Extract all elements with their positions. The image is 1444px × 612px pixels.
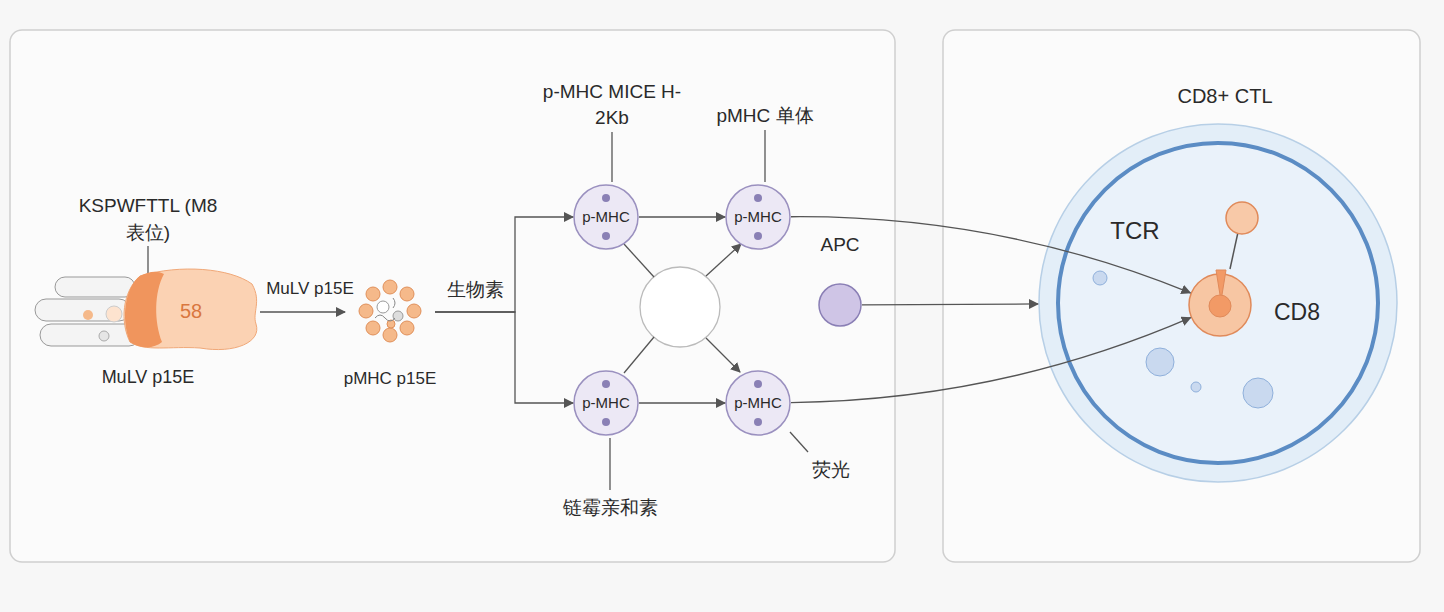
graphic-path [125,272,164,347]
graphic-path [393,298,395,308]
graphic-circle [1058,143,1378,463]
graphic-circle [819,284,861,326]
graphic-circle [754,380,762,388]
graphic-circle [1039,124,1397,482]
graphic-circle [602,418,610,426]
graphic-circle [1209,295,1231,317]
apc-cell-outline [818,283,862,327]
ctl-cell: CD8+ CTLCD8 [1038,123,1398,483]
apc-cell: APC [818,283,862,327]
graphic-circle [726,185,790,249]
edge-label: 生物素 [435,278,515,303]
graphic-line [706,244,741,276]
protein-illustration: 58MuLV p15E [30,262,260,362]
pmhc-circle: p-MHC荧光 [725,370,791,436]
graphic-circle [366,321,380,335]
graphic-circle [754,232,762,240]
graphic-line [790,432,808,452]
graphic-circle [1226,202,1258,234]
pmhc-circle: p-MHC MICE H-2Kbp-MHC [573,184,639,250]
graphic-circle [83,310,93,320]
node-text: 链霉亲和素 [530,496,690,521]
left-panel [10,30,895,562]
graphic-rect [55,277,135,297]
graphic-line [764,130,765,182]
flow-arrow [791,217,1190,293]
peptide-cluster-outline [345,280,435,342]
graphic-circle [754,418,762,426]
cd8-receptor-outline [1188,273,1252,337]
peptide-cluster: pMHC p15E [345,280,435,342]
graphic-circle [1146,348,1174,376]
node-text: p-MHC [573,207,639,227]
graphic-path [124,269,257,350]
graphic-circle [574,185,638,249]
pmhc-circle: pMHC 单体p-MHC [725,184,791,250]
node-text: CD8 [1267,298,1327,328]
hub-spokes [624,244,741,373]
graphic-circle [400,287,414,301]
graphic-circle [377,301,389,313]
edge-label: MuLV p15E [250,278,370,300]
graphic-circle [366,287,380,301]
graphic-circle [383,280,397,294]
graphic-circle [359,304,373,318]
node-text: pMHC 单体 [675,104,855,129]
flow-arrow [862,303,1038,305]
flow-arrow [435,217,573,312]
node-text: p-MHC MICE H-2Kb [537,79,687,131]
pmhc-circle: p-MHC链霉亲和素 [573,370,639,436]
graphic-circle [602,380,610,388]
graphic-path [375,315,395,321]
node-text: p-MHC [725,207,791,227]
flow-arrow [639,216,725,217]
tcr-label: TCR [1100,215,1170,246]
right-panel [943,30,1420,562]
graphic-line [706,338,740,372]
graphic-circle [393,311,403,321]
graphic-circle [400,321,414,335]
node-text: pMHC p15E [302,368,478,390]
flow-arrow [639,402,725,403]
node-text: 荧光 [801,458,861,483]
graphic-circle [602,232,610,240]
graphic-line [609,438,610,490]
node-text: MuLV p15E [68,366,228,389]
graphic-line [147,246,148,276]
node-text: p-MHC [725,393,791,413]
cd8-receptor: CD8 [1188,273,1252,337]
graphic-circle [602,194,610,202]
center-hub [640,267,720,347]
graphic-line [624,244,654,277]
graphic-rect [35,299,130,321]
graphic-circle [99,331,109,341]
node-text: p-MHC [573,393,639,413]
graphic-circle [1093,271,1107,285]
node-text: 58 [171,298,211,324]
graphic-circle [383,328,397,342]
graphic-line [624,337,654,373]
graphic-circle [1191,382,1201,392]
flow-arrow [260,311,345,312]
graphic-line [611,132,612,182]
flow-arrow [791,318,1191,403]
graphic-circle [754,194,762,202]
graphic-circle [726,371,790,435]
epitope-label: KSPWFTTL (M8 表位) [78,192,218,246]
graphic-circle [106,306,122,322]
node-text: APC [797,233,883,258]
protein-illustration-outline [30,262,260,362]
graphic-circle [1243,378,1273,408]
graphic-circle [574,371,638,435]
graphic-circle [407,304,421,318]
flow-arrow [435,312,573,403]
node-text: CD8+ CTL [1125,83,1325,109]
